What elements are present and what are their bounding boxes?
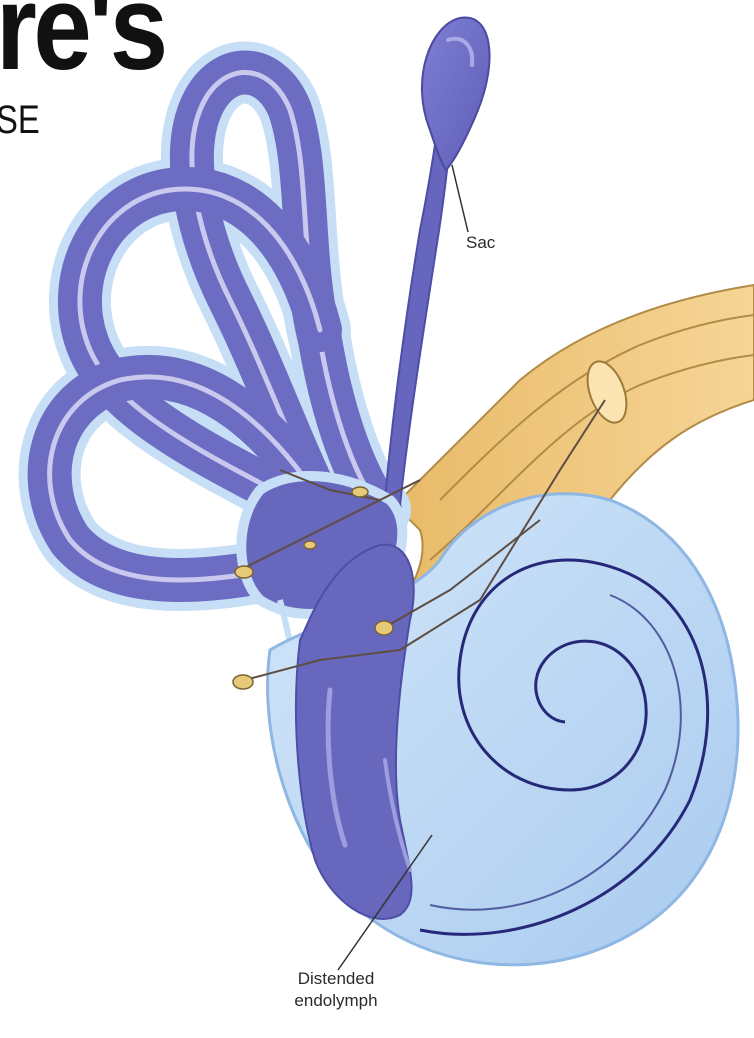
distended-endolymph-label: Distended endolymph xyxy=(266,968,406,1012)
page-title: re's xyxy=(0,0,165,88)
sac-leader-line xyxy=(452,165,468,232)
distended-endolymph-label-line2: endolymph xyxy=(266,990,406,1012)
page-subtitle: SE xyxy=(0,100,40,140)
distended-endolymph-label-line1: Distended xyxy=(266,968,406,990)
sac-label: Sac xyxy=(466,232,495,254)
